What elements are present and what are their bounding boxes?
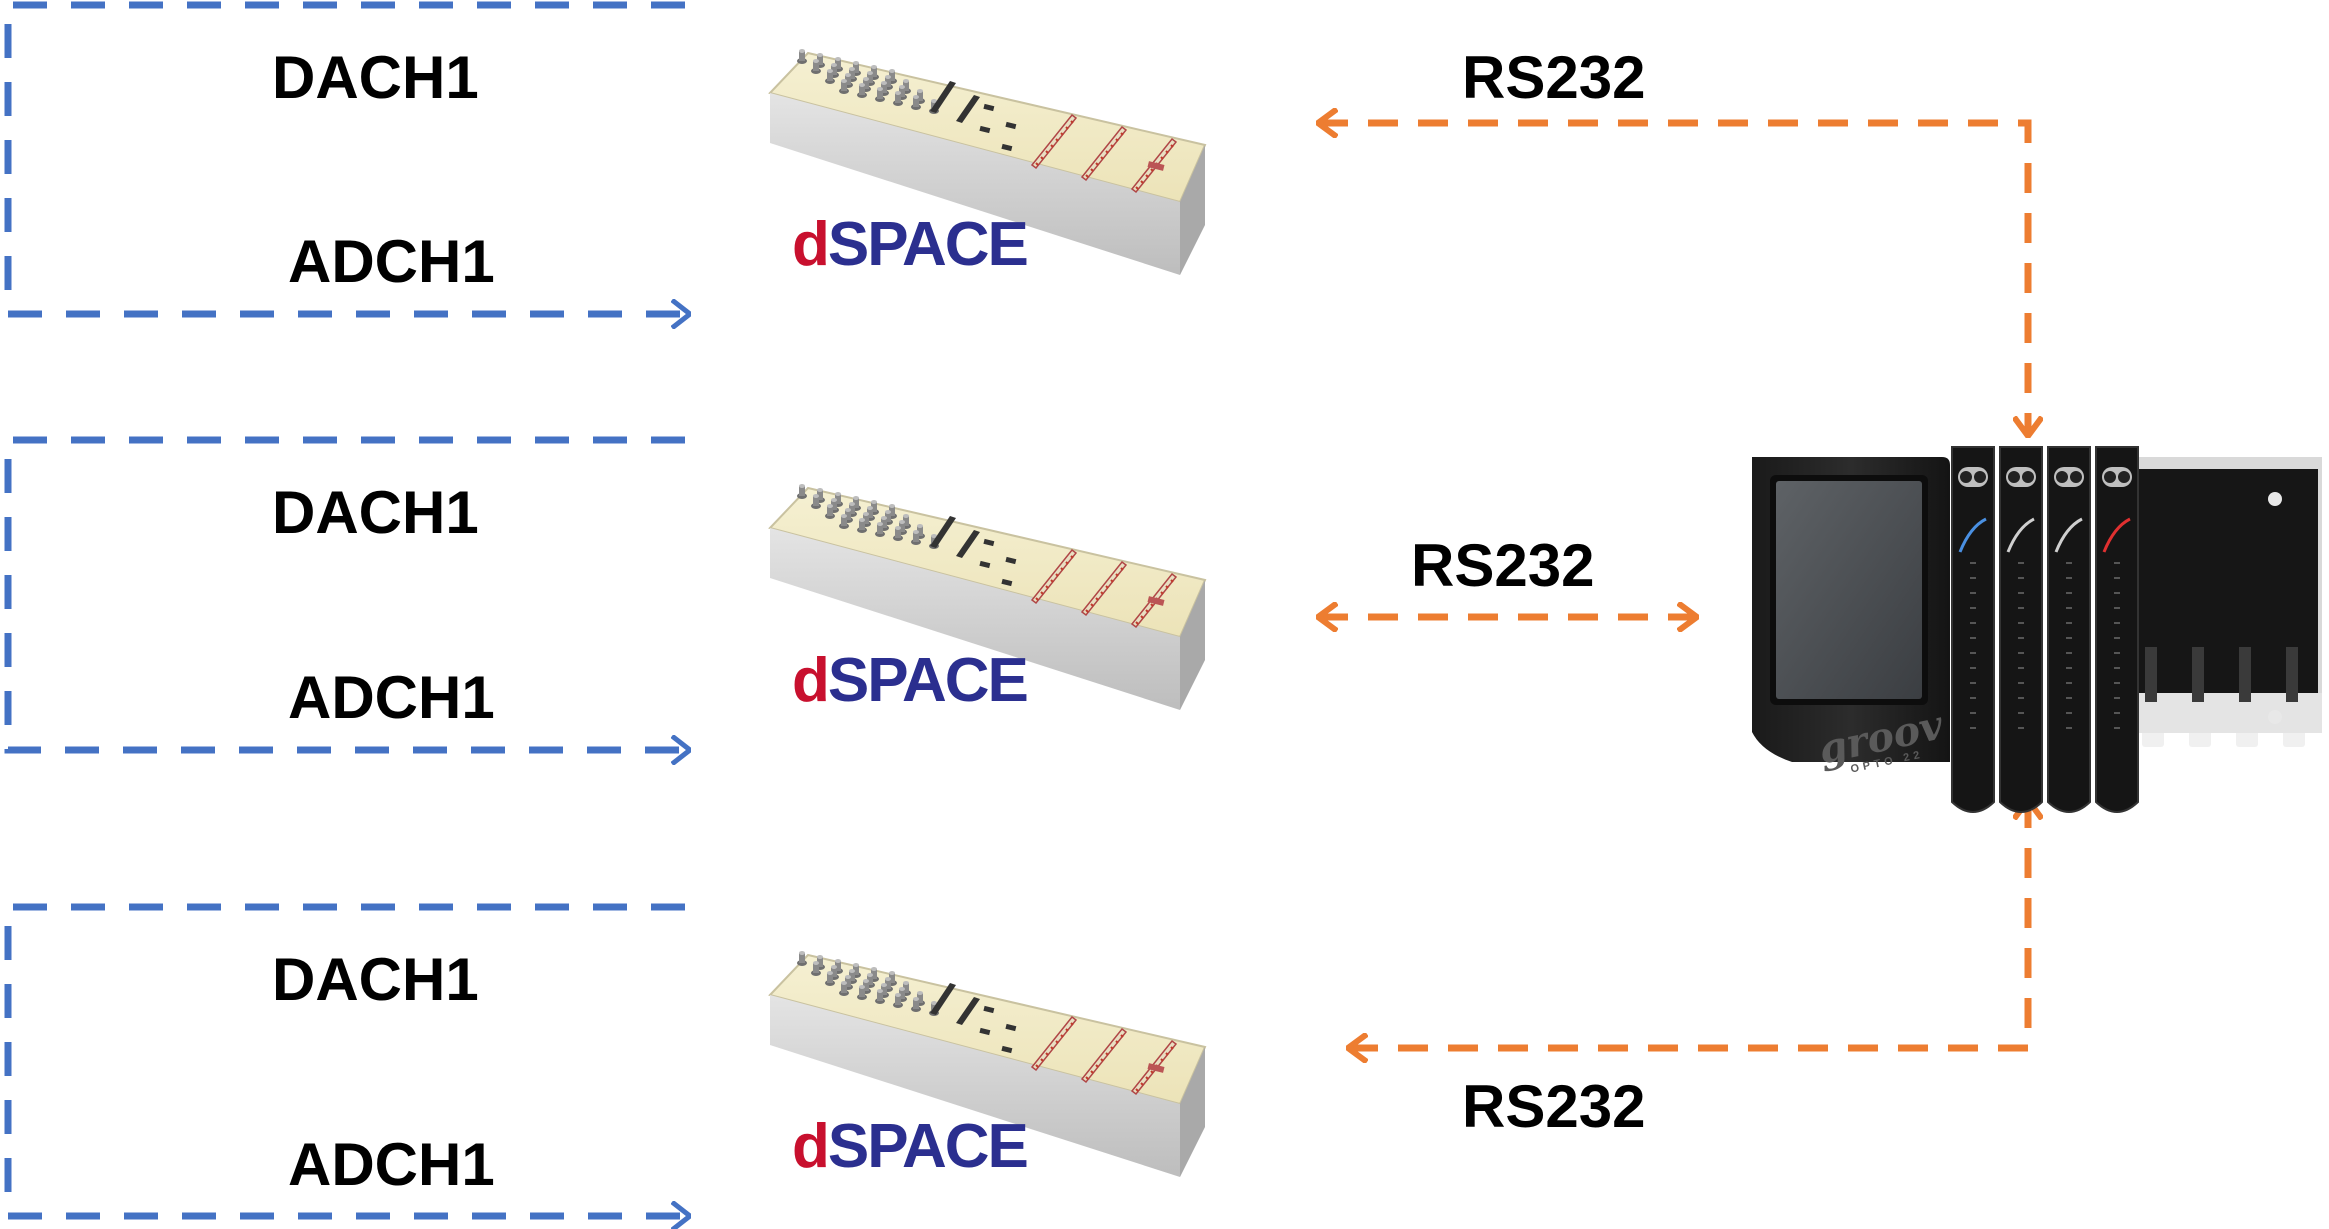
dspace-logo-2: dSPACE <box>792 646 1029 715</box>
dac-label-3: DACH1 <box>272 946 479 1013</box>
dspace-device-2 <box>768 484 1207 710</box>
analog-loop-1 <box>4 1 690 314</box>
dac-label-1: DACH1 <box>272 44 479 111</box>
io-module-2 <box>1999 446 2043 813</box>
rs232-label-top: RS232 <box>1462 44 1646 111</box>
groov-controller <box>1752 446 2322 813</box>
rs232-label-bottom: RS232 <box>1462 1073 1646 1140</box>
dspace-logo-3: dSPACE <box>792 1112 1029 1181</box>
adc-label-2: ADCH1 <box>288 664 495 731</box>
dac-label-2: DACH1 <box>272 479 479 546</box>
io-module-3 <box>2047 446 2091 813</box>
rs232-link-bottom <box>1348 800 2028 1048</box>
adc-label-1: ADCH1 <box>288 228 495 295</box>
rs232-label-middle: RS232 <box>1411 532 1595 599</box>
io-module-4 <box>2095 446 2139 813</box>
dspace-device-3 <box>768 951 1207 1177</box>
io-module-1 <box>1951 446 1995 813</box>
dspace-logo-1: dSPACE <box>792 210 1029 279</box>
analog-loop-3 <box>4 903 690 1216</box>
rs232-link-top <box>1318 123 2028 436</box>
analog-loop-2 <box>4 436 690 750</box>
dspace-device-1 <box>768 49 1207 275</box>
adc-label-3: ADCH1 <box>288 1131 495 1198</box>
